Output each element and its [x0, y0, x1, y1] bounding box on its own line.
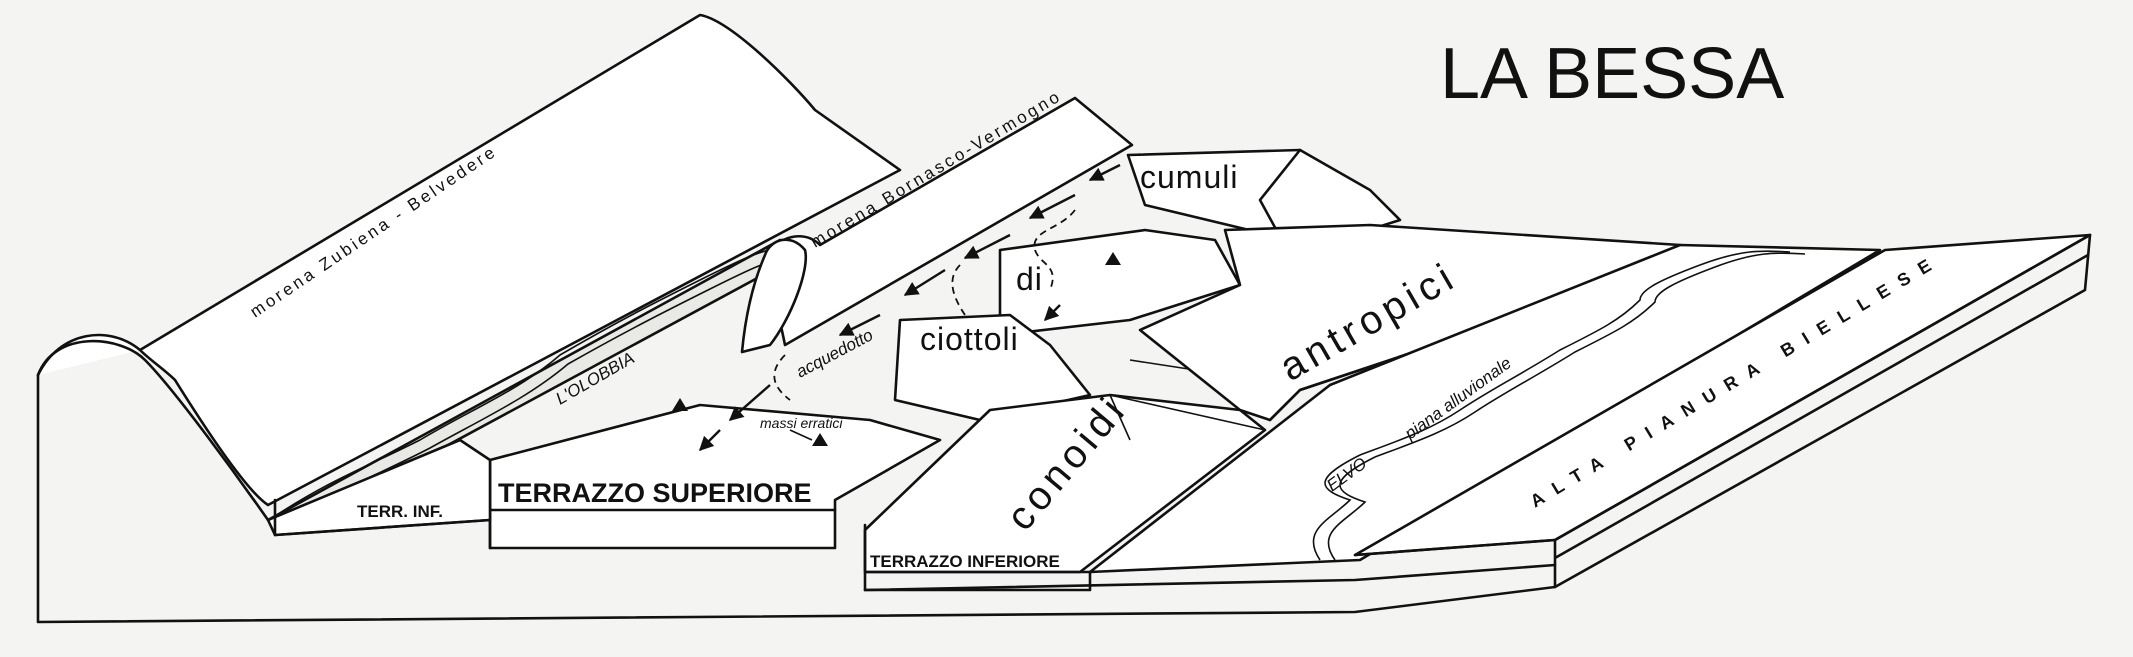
flow-arrow-3	[963, 233, 1011, 260]
valley-floor-front	[863, 563, 1557, 592]
block-base-front	[36, 233, 2092, 624]
flow-arrow-5	[838, 313, 881, 337]
terrazzo-inferiore-front	[863, 523, 1092, 592]
flow-arrow-6	[728, 384, 771, 421]
flow-arrow-7	[698, 429, 721, 452]
label-terrazzo-superiore: TERRAZZO SUPERIORE	[498, 478, 812, 508]
label-cumuli: cumuli	[1140, 159, 1238, 195]
dashed-limit-2	[951, 264, 966, 316]
label-massi-erratici: massi erratici	[760, 415, 843, 431]
elvo-river-bank	[1327, 252, 1806, 561]
masso-erratico-marker-1	[1105, 252, 1121, 265]
piana-alluvionale	[1088, 243, 1882, 574]
flow-arrow-1	[1088, 163, 1121, 182]
dashed-limit-3	[773, 354, 791, 401]
flow-arrow-4	[903, 268, 946, 297]
olobbia-river	[271, 244, 791, 519]
terrazzo-superiore-block	[488, 403, 942, 550]
dashed-limit-1	[1033, 209, 1076, 291]
label-di: di	[1016, 261, 1043, 297]
flow-arrow-2	[1028, 193, 1076, 220]
diagram-title: LA BESSA	[1440, 34, 1784, 114]
elvo-river	[1312, 250, 1791, 561]
morena-zubiena-ridge	[36, 13, 902, 507]
label-ciottoli: ciottoli	[920, 321, 1019, 357]
label-terr-inf: TERR. INF.	[357, 502, 443, 521]
masso-erratico-marker-3	[812, 433, 828, 446]
terr-inf-small-front	[273, 498, 492, 537]
morena-zubiena-cross-section	[36, 339, 270, 522]
morena-bornasco-end	[740, 238, 808, 354]
label-terrazzo-inferiore: TERRAZZO INFERIORE	[870, 552, 1060, 571]
massi-erratici-pointer	[789, 429, 813, 441]
ciottoli-block	[893, 313, 1092, 422]
alta-pianura-front	[1353, 233, 2092, 589]
flow-arrow-8	[1043, 304, 1061, 322]
masso-erratico-marker-2	[672, 398, 688, 411]
